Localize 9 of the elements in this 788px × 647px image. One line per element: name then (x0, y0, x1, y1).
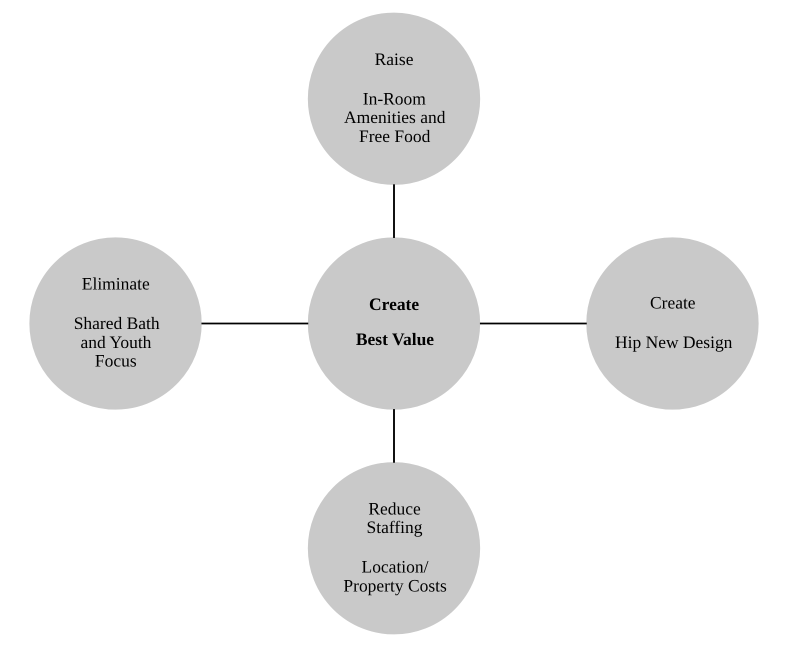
node-circle: Raise In-Room Amenities and Free Food (308, 12, 480, 185)
node-circle: Reduce Staffing Location/ Property Costs (308, 462, 480, 634)
connector (393, 184, 395, 238)
connector (201, 322, 308, 324)
connector (393, 409, 395, 463)
node-circle: Create Best Value (308, 237, 480, 410)
node-circle: Eliminate Shared Bath and Youth Focus (29, 237, 202, 410)
node-circle: Create Hip New Design (586, 237, 759, 410)
connector (480, 322, 587, 324)
